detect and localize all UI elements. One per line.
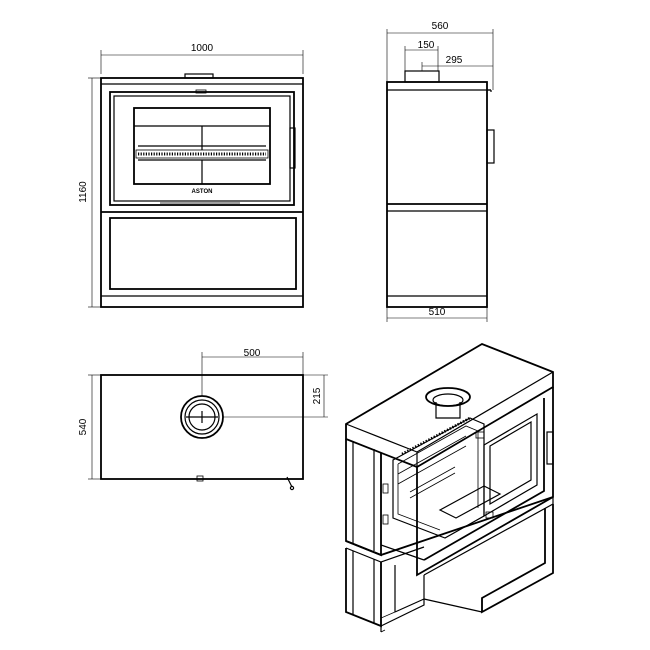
front-door-handle [289,127,296,169]
side-flue [404,70,440,83]
top-flue-y-label: 215 [312,387,323,404]
side-body-outline [386,81,488,308]
side-view: 560 150 295 510 [386,21,495,322]
brand-logo: ASTON [192,189,213,195]
front-door [109,91,295,206]
iso-glass [483,412,538,518]
front-view: ASTON 1000 1160 [78,43,304,308]
front-log-store [109,217,297,290]
iso-front-face [416,387,554,577]
isometric-view [345,343,554,633]
front-height-label: 1160 [78,181,89,203]
top-flue-x-label: 500 [244,348,261,359]
front-width-label: 1000 [191,43,214,54]
side-base-depth-label: 510 [429,307,446,318]
side-handle [486,129,495,164]
front-grate [135,149,269,159]
side-flue-offset-label: 150 [418,40,435,51]
top-view: 500 215 540 [78,348,328,491]
top-depth-label: 540 [78,418,89,435]
iso-handle [546,431,554,465]
top-handle [286,476,293,488]
front-top-plate [184,73,214,79]
iso-flue-ring [425,387,471,407]
iso-left-side-upper [345,439,382,557]
iso-hearth [438,485,502,519]
side-flue-center-label: 295 [446,55,463,66]
side-depth-label: 560 [432,21,449,32]
